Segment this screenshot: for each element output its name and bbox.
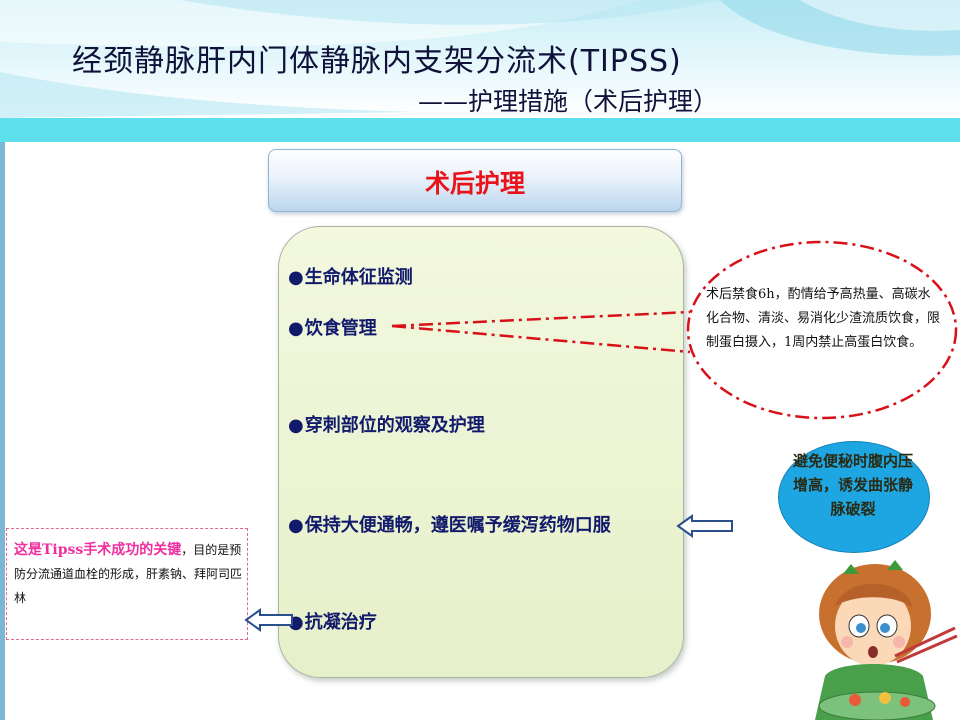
list-item-label: 饮食管理 (304, 318, 377, 339)
page-subtitle: ——护理措施（术后护理） (418, 87, 719, 116)
list-item-puncture-site: ●穿刺部位的观察及护理 (288, 411, 485, 437)
list-item-label: 生命体征监测 (304, 267, 413, 288)
diet-note: 术后禁食6h，酌情给予高热量、高碳水化合物、清淡、易消化少渣流质饮食，限制蛋白摄… (706, 287, 941, 350)
list-item-vital-signs: ●生命体征监测 (288, 263, 413, 289)
key-note-box (6, 528, 248, 640)
arrow-left-icon (244, 608, 293, 632)
key-note-text: ，目的是预防分流通道血栓的形成，肝素钠、拜阿司匹林 (14, 543, 243, 605)
list-item-bowel: ●保持大便通畅，遵医嘱予缓泻药物口服 (288, 511, 611, 537)
bullet-icon: ● (288, 415, 304, 436)
header-banner: 经颈静脉肝内门体静脉内支架分流术(TIPSS) ——护理措施（术后护理） (0, 0, 960, 118)
bullet-icon: ● (288, 515, 304, 536)
bullet-icon: ● (288, 318, 304, 339)
key-note-highlight: 这是Tipss手术成功的关键 (14, 542, 182, 558)
left-edge-bar (0, 142, 5, 720)
page-title: 经颈静脉肝内门体静脉内支架分流术(TIPSS) (72, 44, 682, 79)
list-item-label: 抗凝治疗 (304, 612, 377, 633)
warning-text: 避免便秘时腹内压增高，诱发曲张静脉破裂 (792, 452, 913, 518)
warning-bubble (778, 441, 930, 553)
section-title-box: 术后护理 (268, 149, 682, 212)
section-title: 术后护理 (424, 169, 525, 198)
wave-decoration (0, 0, 960, 118)
accent-bar (0, 118, 960, 142)
cartoon-girl-eating-icon (815, 560, 958, 720)
bullet-icon: ● (288, 267, 304, 288)
care-items-panel (278, 226, 684, 678)
list-item-label: 穿刺部位的观察及护理 (304, 415, 485, 436)
list-item-label: 保持大便通畅，遵医嘱予缓泻药物口服 (304, 515, 611, 536)
arrow-left-icon (676, 514, 733, 538)
list-item-diet: ●饮食管理 (288, 314, 377, 340)
key-note: 这是Tipss手术成功的关键，目的是预防分流通道血栓的形成，肝素钠、拜阿司匹林 (14, 538, 244, 610)
